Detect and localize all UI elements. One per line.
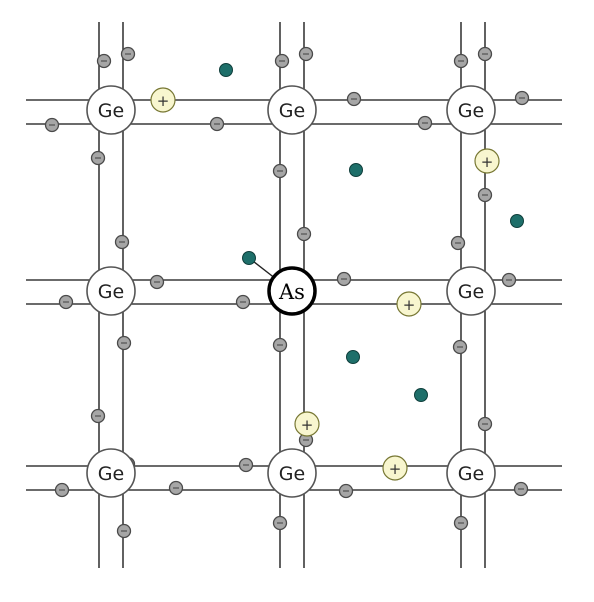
free-electron	[510, 214, 524, 228]
atom-circle	[446, 448, 496, 498]
atom-label: Ge	[458, 463, 484, 485]
free-electron	[346, 350, 360, 364]
hole	[396, 291, 422, 317]
atom-label: Ge	[279, 463, 305, 485]
atom-circle	[446, 266, 496, 316]
atom-label: Ge	[98, 281, 124, 303]
free-electron	[219, 63, 233, 77]
dopant-atom-circle	[267, 266, 317, 316]
free-electron	[414, 388, 428, 402]
hole-plus-sign: +	[157, 92, 170, 110]
atom-label: Ge	[98, 463, 124, 485]
hole-plus-sign: +	[389, 460, 402, 478]
hole	[474, 148, 500, 174]
atom-label: Ge	[458, 100, 484, 122]
dopant-atom-label: As	[278, 280, 305, 304]
atom-label: Ge	[279, 100, 305, 122]
hole	[382, 455, 408, 481]
atom-circle	[267, 85, 317, 135]
hole-plus-sign: +	[301, 416, 314, 434]
hole	[150, 87, 176, 113]
atom-circle	[267, 448, 317, 498]
free-electron	[349, 163, 363, 177]
atom-circle	[86, 448, 136, 498]
atom-label: Ge	[458, 281, 484, 303]
donor-electron-group	[242, 251, 277, 280]
atom-label: Ge	[98, 100, 124, 122]
holes: + + + + +	[150, 87, 500, 481]
atom-circle	[446, 85, 496, 135]
donor-electron	[242, 251, 256, 265]
hole	[294, 411, 320, 437]
hole-plus-sign: +	[403, 296, 416, 314]
hole-plus-sign: +	[481, 153, 494, 171]
free-electrons	[219, 63, 524, 402]
bound-electrons	[44, 46, 530, 539]
atom-circle	[86, 266, 136, 316]
atom-circle	[86, 85, 136, 135]
